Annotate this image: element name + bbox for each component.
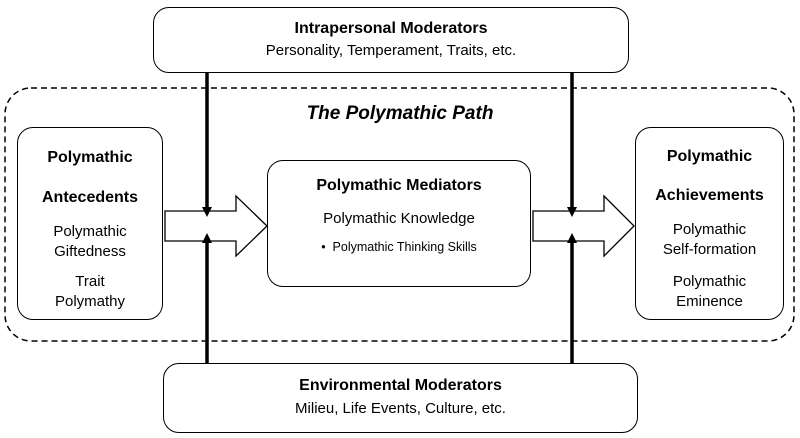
achievement-eminence-line1: Polymathic [672, 273, 747, 290]
antecedent-giftedness-line2: Giftedness [54, 243, 126, 260]
mediators-knowledge: Polymathic Knowledge [323, 210, 475, 227]
antecedent-trait-line1: Trait [75, 273, 105, 290]
bullet-icon: • [321, 240, 326, 254]
antecedent-trait-line2: Polymathy [54, 293, 126, 310]
intrapersonal-title: Intrapersonal Moderators [294, 20, 488, 37]
environmental-subtitle: Milieu, Life Events, Culture, etc. [295, 400, 506, 417]
achievements-title-line1: Polymathic [666, 148, 753, 165]
antecedents-to-mediators-arrow [164, 194, 268, 258]
antecedent-giftedness-line1: Polymathic [53, 223, 127, 240]
mediators-bullet-item: • Polymathic Thinking Skills [268, 240, 530, 254]
polymathic-antecedents-box: Polymathic Antecedents Polymathic Gifted… [17, 127, 163, 320]
achievements-title-line2: Achievements [655, 187, 764, 204]
mediators-title: Polymathic Mediators [316, 177, 482, 194]
mediators-to-achievements-arrow [532, 194, 635, 258]
polymathic-path-title: The Polymathic Path [306, 103, 494, 124]
intrapersonal-moderators-box: Intrapersonal Moderators Personality, Te… [153, 7, 629, 73]
antecedents-title-line1: Polymathic [47, 149, 133, 166]
environmental-title: Environmental Moderators [299, 377, 502, 394]
polymathic-achievements-box: Polymathic Achievements Polymathic Self-… [635, 127, 784, 320]
achievement-eminence-line2: Eminence [676, 293, 743, 310]
achievement-selfformation-line1: Polymathic [672, 221, 747, 238]
achievement-selfformation-line2: Self-formation [662, 241, 757, 258]
antecedents-title-line2: Antecedents [41, 189, 139, 206]
intrapersonal-subtitle: Personality, Temperament, Traits, etc. [265, 42, 517, 59]
environmental-moderators-box: Environmental Moderators Milieu, Life Ev… [163, 363, 638, 433]
mediators-bullet-text: Polymathic Thinking Skills [332, 240, 477, 254]
polymathic-mediators-box: Polymathic Mediators Polymathic Knowledg… [267, 160, 531, 287]
